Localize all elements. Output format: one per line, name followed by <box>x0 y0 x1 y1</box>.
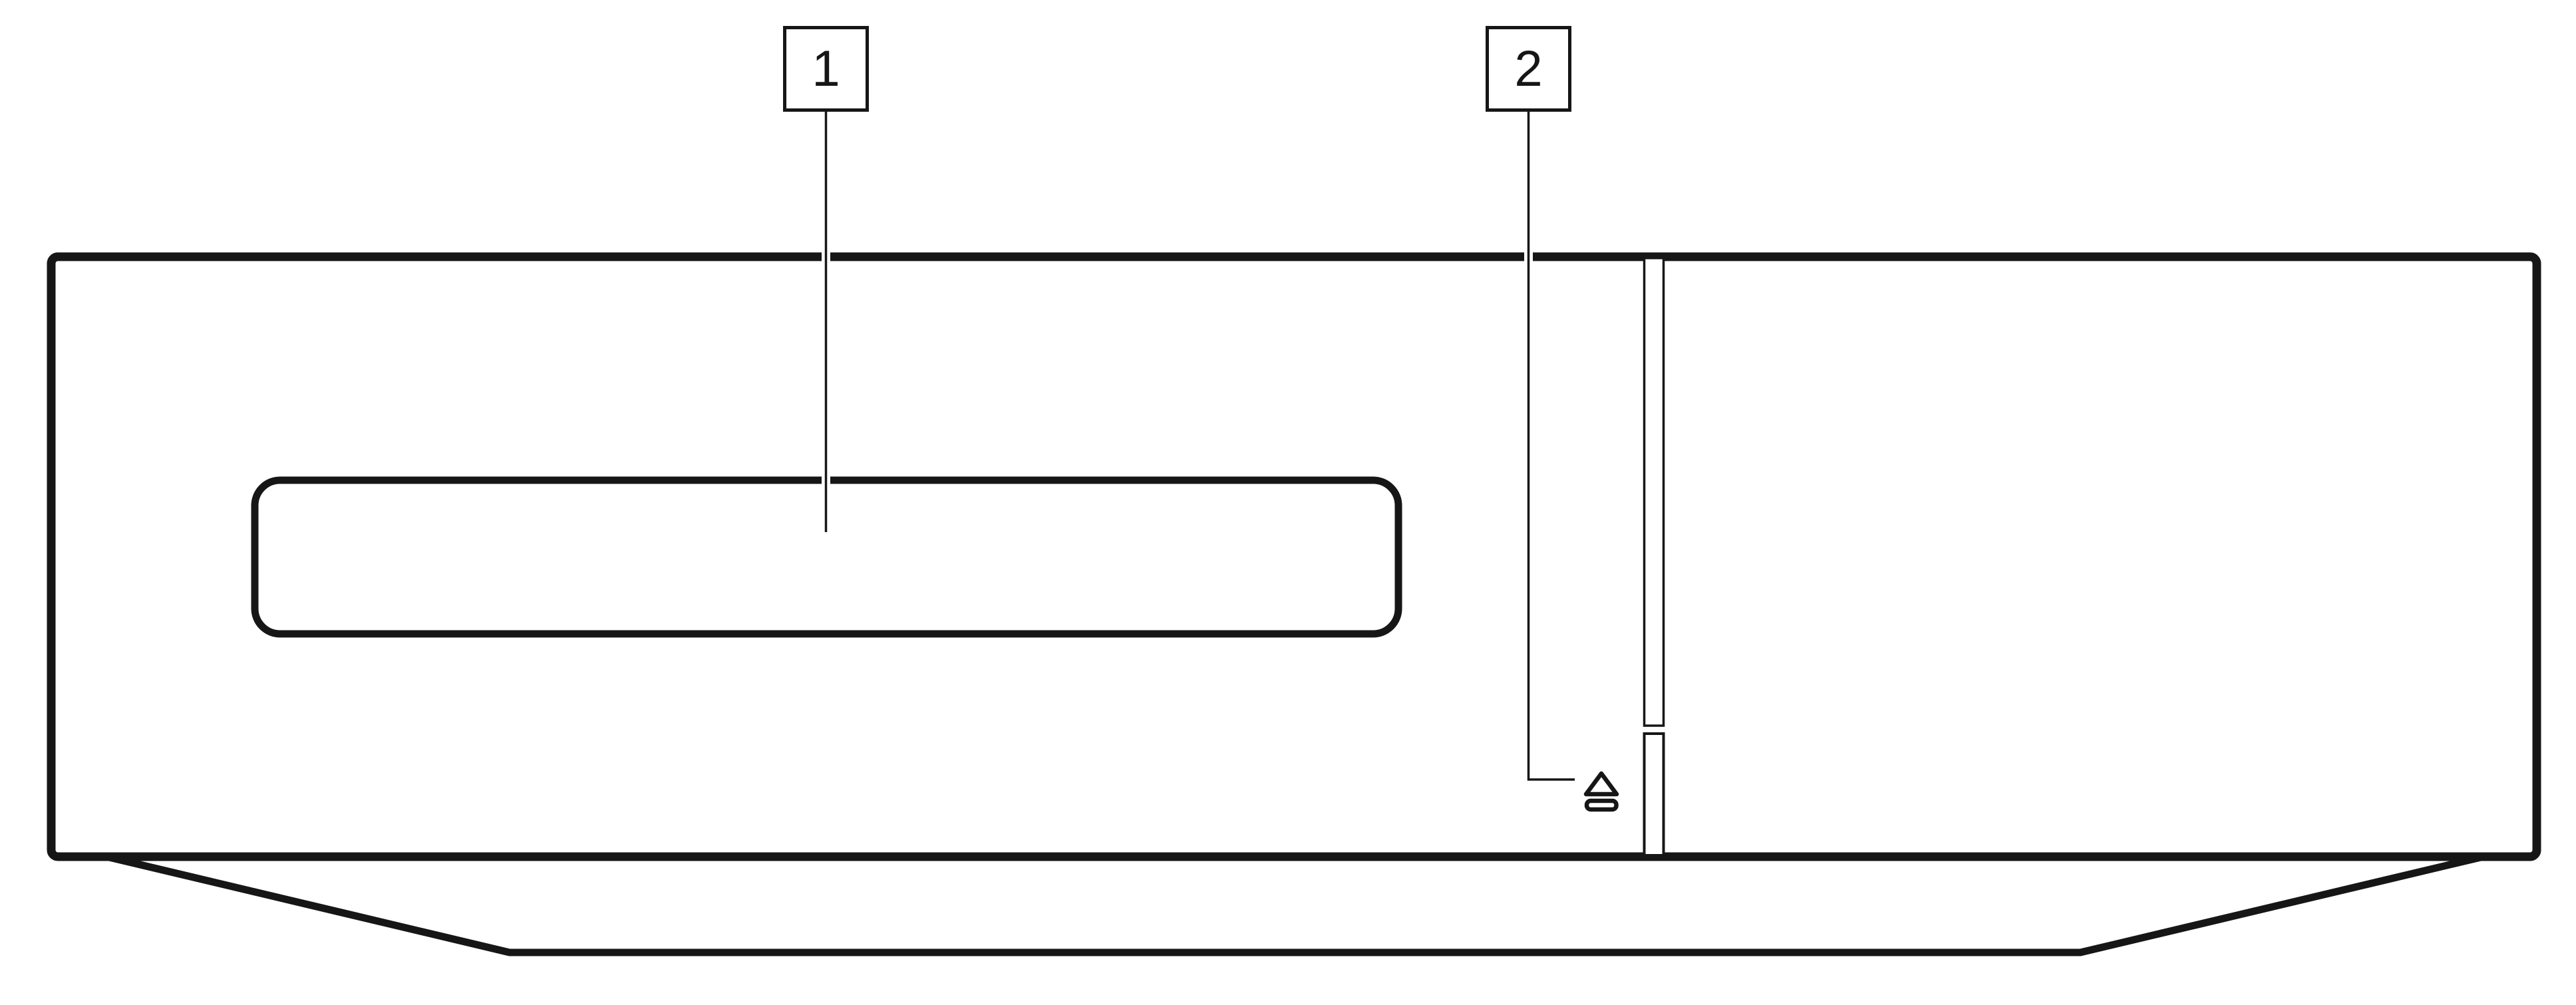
callout-marker-1: 1 <box>783 26 869 112</box>
device-base <box>105 853 2485 956</box>
eject-icon <box>1583 771 1619 812</box>
eject-button <box>1643 732 1665 857</box>
callout-1-label: 1 <box>812 40 840 97</box>
callout-leader-2 <box>1524 110 1575 784</box>
callout-marker-2: 2 <box>1486 26 1571 112</box>
callout-2-label: 2 <box>1514 40 1543 97</box>
panel-seam <box>1643 257 1665 727</box>
